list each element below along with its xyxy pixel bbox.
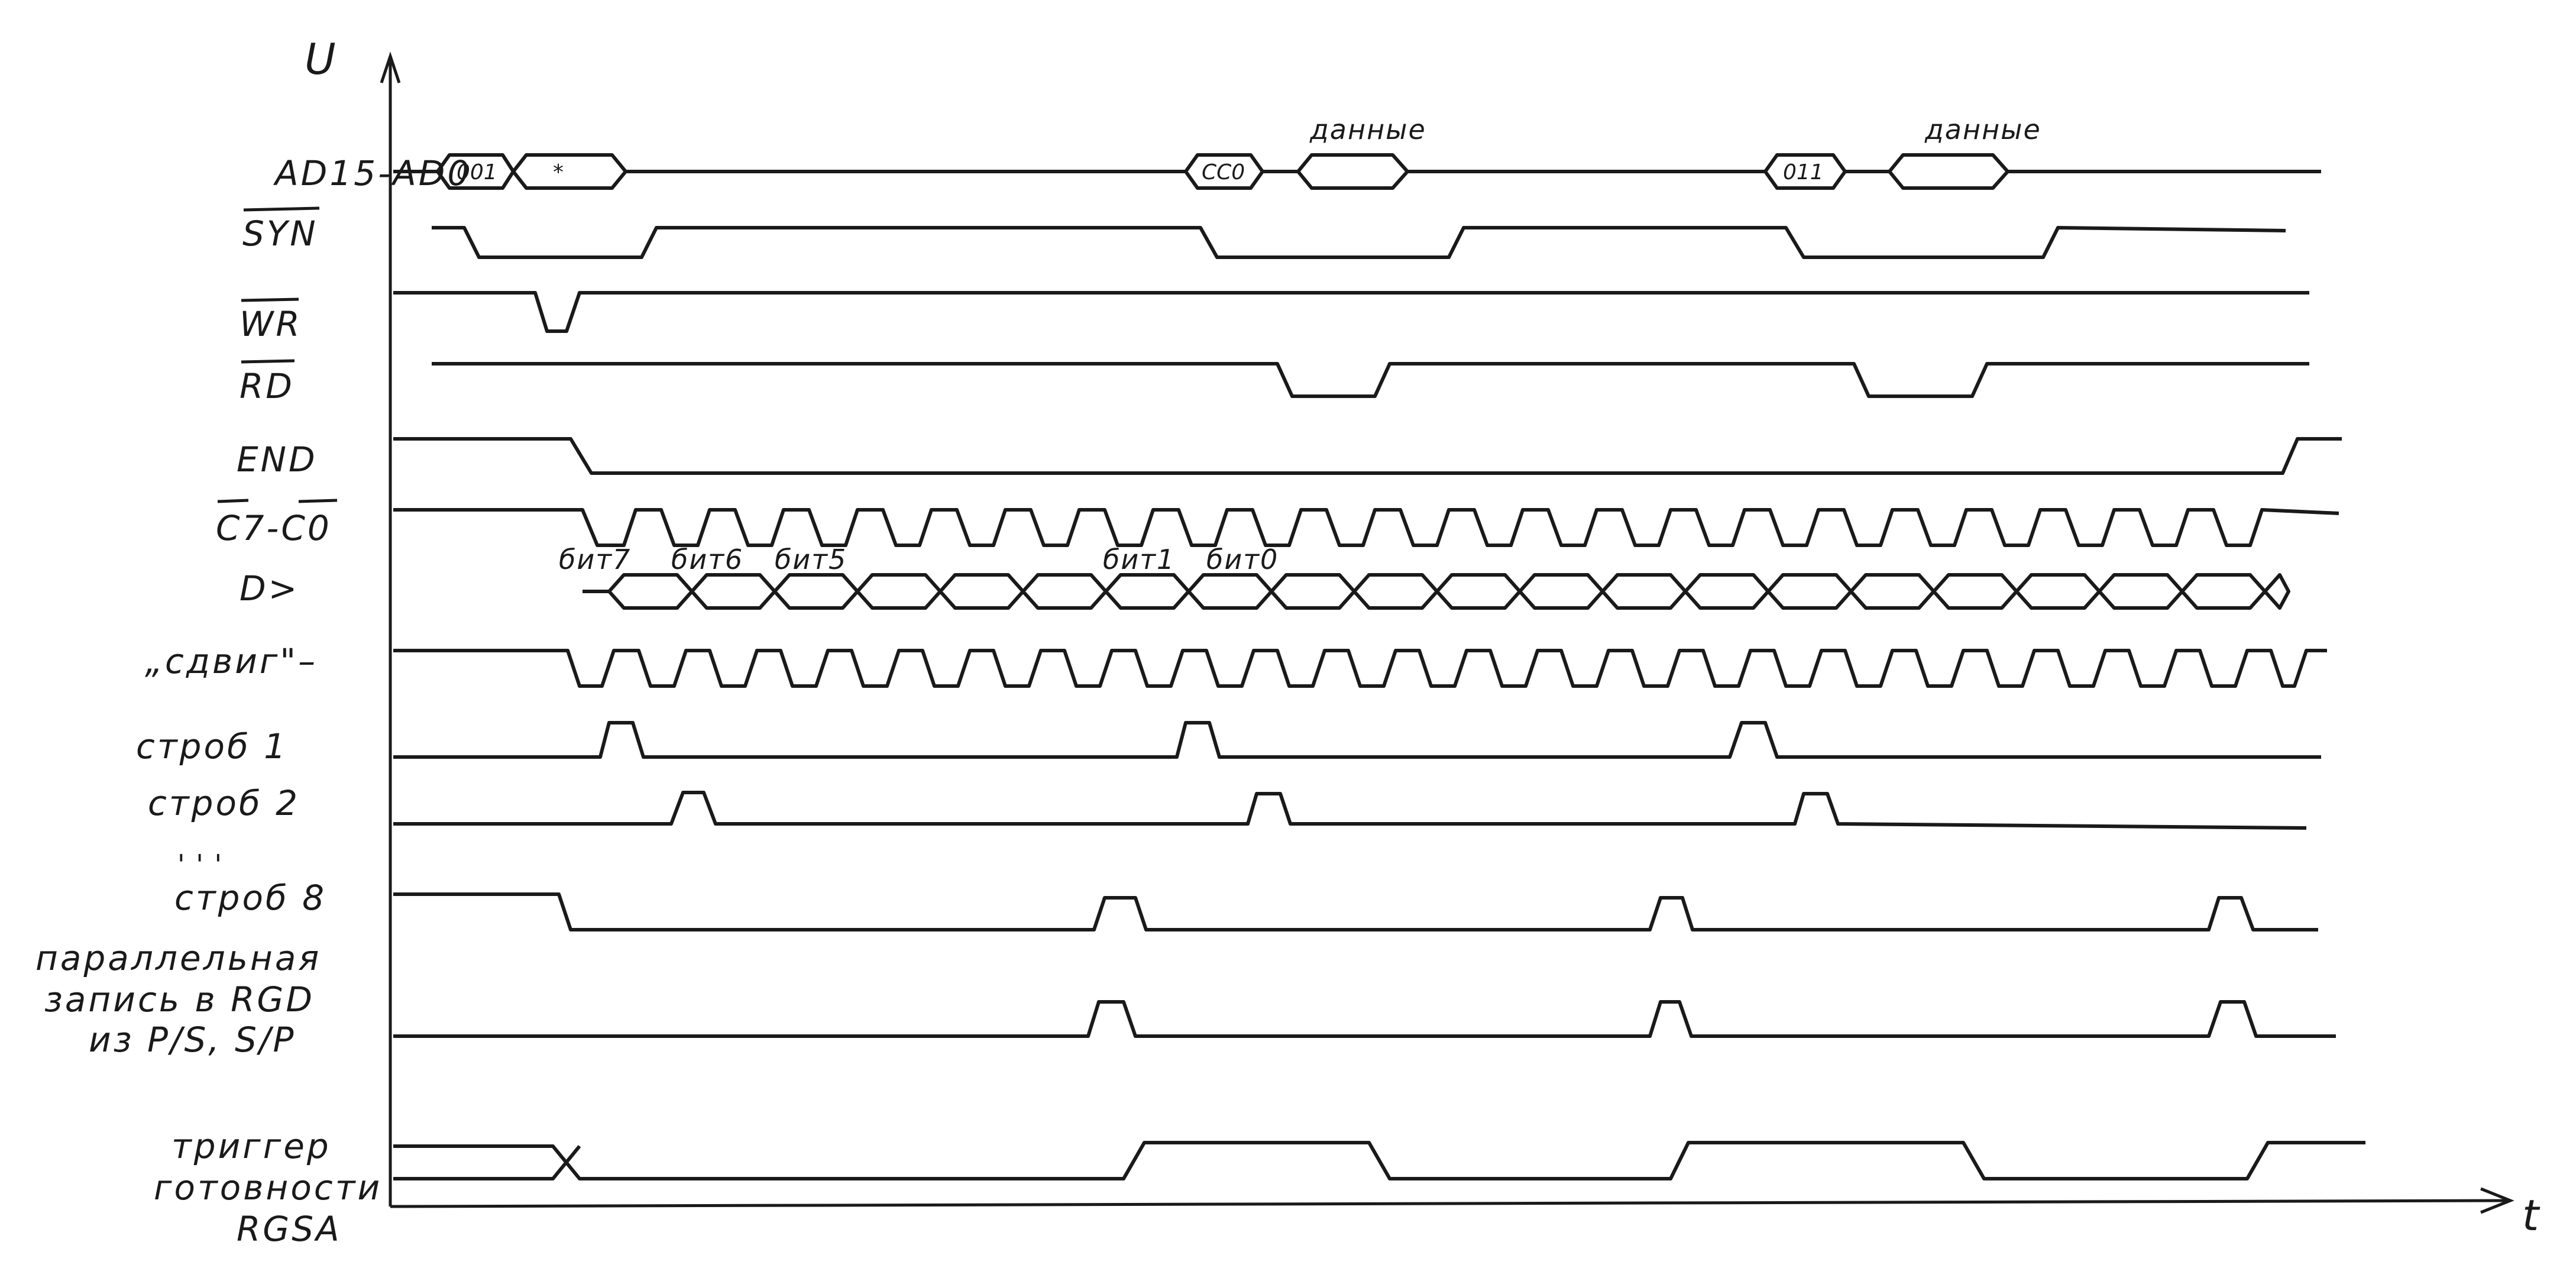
bus-box-star [512,153,627,190]
label-par-line2: запись в RGD [44,979,315,1020]
label-ad15-ad0: AD15-AD0 [273,153,471,193]
wave-strob2 [393,791,2307,830]
label-strob8: строб 8 [174,878,326,918]
y-axis-arrow [380,51,401,83]
overbar-wr [241,297,299,302]
wave-rd [432,362,2309,398]
bus-text-data2: данные [1924,114,2041,145]
x-axis [390,1199,2511,1208]
bit-label-5: бит5 [775,544,847,575]
bit-label-1: бит1 [1103,544,1175,575]
label-trig-line2: готовности [154,1167,382,1208]
bit-label-6: бит6 [671,544,743,575]
label-c7-c0: C7-C0 [216,508,332,548]
signal-labels: AD15-AD0 SYN WR RD END C7-C0 D> „сдвиг"–… [35,153,471,1249]
x-axis-label: t [2522,1191,2541,1240]
label-strob2: строб 2 [148,783,300,823]
trig-line-high [393,1141,2365,1180]
overbar-c0 [298,499,338,503]
bus-box-data1 [1296,153,1409,190]
trig-line-low [393,1145,581,1180]
wave-end [393,437,2342,475]
label-par-line3: из P/S, S/P [89,1020,296,1060]
wave-strob1 [393,721,2321,759]
label-strob-ticks: ' ' ' [177,849,223,881]
label-par-line1: параллельная [35,938,321,978]
y-axis-label: U [305,34,336,84]
overbar-syn [243,206,320,212]
d-cells [607,573,2290,610]
label-wr: WR [240,304,302,344]
wave-ad15-ad0: 001 * CC0 011 данные данные [393,114,2321,190]
wave-c7-c0 [393,508,2339,547]
wave-trig [393,1141,2365,1180]
bit-label-0: бит0 [1206,544,1279,575]
overbar-rd [241,359,295,364]
label-trig-line3: RGSA [237,1209,342,1249]
wave-wr [393,291,2309,333]
bus-text-001: 001 [457,160,497,185]
label-shift: „сдвиг"– [145,641,318,681]
bit-label-7: бит7 [559,544,631,575]
wave-strob8 [393,892,2318,931]
wave-shift [393,649,2327,688]
overbar-c7 [217,499,249,503]
bus-box-data2 [1888,153,2009,190]
wave-d: бит7 бит6 бит5 бит1 бит0 [559,544,2290,610]
label-rd: RD [240,366,295,406]
bus-text-data1: данные [1309,114,1426,145]
axes: U t [305,34,2541,1240]
bus-text-011: 011 [1783,160,1824,185]
wave-par [393,1000,2336,1038]
label-end: END [237,439,318,480]
x-axis-arrow [2480,1187,2514,1214]
wave-syn [432,226,2286,259]
bus-text-cc0: CC0 [1202,160,1245,185]
label-d: D> [240,568,299,609]
bus-text-star: * [553,160,564,185]
label-strob1: строб 1 [136,726,288,766]
waveforms: 001 * CC0 011 данные данные бит7 бит6 би… [393,114,2365,1180]
label-trig-line1: триггер [171,1126,331,1166]
label-syn: SYN [242,214,318,254]
